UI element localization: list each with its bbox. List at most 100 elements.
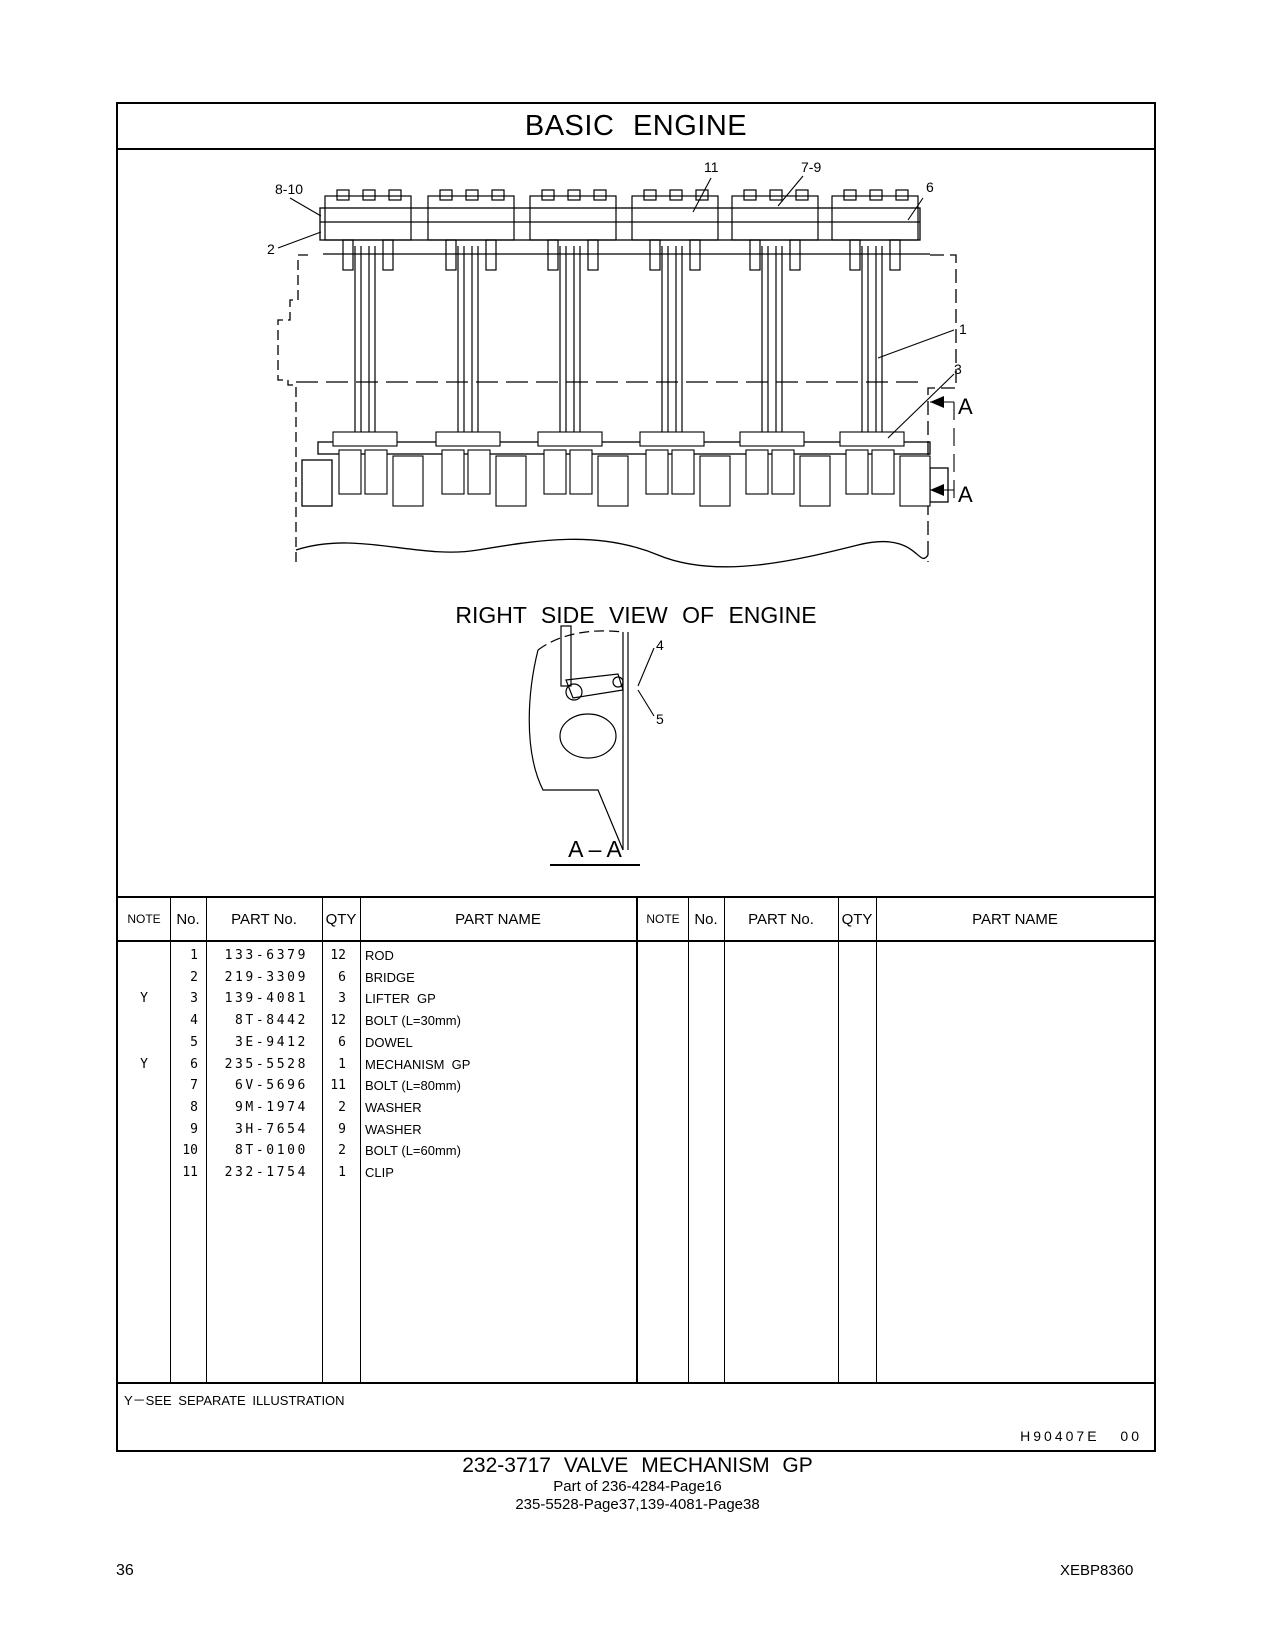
engine-illustration: 8-10 2 11 7-9 6 1 3 A A 4 5 RIGHT SIDE V… <box>118 150 1154 896</box>
cam-lobe <box>597 455 629 507</box>
rocker-bolt <box>362 189 376 201</box>
callout-4: 4 <box>656 637 664 653</box>
header-part-name-right: PART NAME <box>972 910 1058 928</box>
table-footer: Y－SEE SEPARATE ILLUSTRATION H90407E 00 <box>118 1382 1154 1452</box>
page-references: 235-5528-Page37,139-4081-Page38 <box>515 1496 760 1513</box>
callout-5: 5 <box>656 711 664 727</box>
lifter-body <box>467 449 491 495</box>
rocker-bolt <box>388 189 402 201</box>
group-title: 232-3717 VALVE MECHANISM GP <box>462 1454 813 1477</box>
view-caption: RIGHT SIDE VIEW OF ENGINE <box>455 602 817 628</box>
page-title: BASIC ENGINE <box>118 104 1154 150</box>
callout-1: 1 <box>959 321 967 337</box>
rocker-bolt <box>795 189 809 201</box>
lifter-bracket <box>332 431 398 447</box>
rocker-bolt <box>439 189 453 201</box>
cam-lobe <box>899 455 931 507</box>
section-marker-a-bottom: A <box>958 482 973 507</box>
page-number: 36 <box>116 1562 134 1579</box>
lifter-bracket <box>639 431 705 447</box>
rocker-bolt <box>465 189 479 201</box>
parts-sheet: BASIC ENGINE <box>116 102 1156 1452</box>
rocker-bolt <box>643 189 657 201</box>
lifter-body <box>745 449 769 495</box>
callout-7-9: 7-9 <box>801 159 821 175</box>
parts-table-right: NOTE No. PART No. QTY PART NAME <box>638 898 1154 1384</box>
valve-stem <box>485 239 497 271</box>
lifter-body <box>645 449 669 495</box>
illustration-code: H90407E 00 <box>1020 1428 1142 1444</box>
rocker-bolt <box>593 189 607 201</box>
header-part-no: PART No. <box>231 910 297 928</box>
callout-8-10: 8-10 <box>275 181 303 197</box>
lifter-body <box>771 449 795 495</box>
cam-lobe <box>799 455 831 507</box>
header-part-no-right: PART No. <box>748 910 814 928</box>
table-header: NOTE No. PART No. QTY PART NAME <box>118 898 636 942</box>
rocker-bolt <box>769 189 783 201</box>
valve-stem <box>749 239 761 271</box>
lifter-bracket <box>435 431 501 447</box>
rocker-tower <box>529 195 617 241</box>
rocker-bolt <box>567 189 581 201</box>
callout-6: 6 <box>926 179 934 195</box>
lifter-body <box>543 449 567 495</box>
valve-stem <box>342 239 354 271</box>
header-note: NOTE <box>127 912 161 926</box>
rocker-tower <box>731 195 819 241</box>
cam-lobe <box>392 455 424 507</box>
lifter-body <box>364 449 388 495</box>
rocker-bolt <box>743 189 757 201</box>
header-note-right: NOTE <box>646 912 680 926</box>
rocker-bolt <box>695 189 709 201</box>
header-qty-right: QTY <box>841 910 873 928</box>
header-qty: QTY <box>325 910 357 928</box>
valve-stem <box>889 239 901 271</box>
rocker-bolt <box>669 189 683 201</box>
callout-2: 2 <box>267 241 275 257</box>
valve-stem <box>382 239 394 271</box>
rocker-bolt <box>843 189 857 201</box>
rocker-tower <box>324 195 412 241</box>
header-no-right: No. <box>694 910 718 928</box>
header-no: No. <box>176 910 200 928</box>
cam-lobe <box>495 455 527 507</box>
valve-stem <box>587 239 599 271</box>
callout-3: 3 <box>954 361 962 377</box>
lifter-body <box>845 449 869 495</box>
part-of-reference: Part of 236-4284-Page16 <box>553 1478 722 1495</box>
table-header-right: NOTE No. PART No. QTY PART NAME <box>638 898 1154 942</box>
valve-stem <box>445 239 457 271</box>
engine-drawing: 8-10 2 11 7-9 6 1 3 A A 4 5 <box>267 159 973 851</box>
lifter-body <box>441 449 465 495</box>
valve-stem <box>649 239 661 271</box>
lifter-bracket <box>739 431 805 447</box>
lifter-body <box>671 449 695 495</box>
rocker-tower <box>631 195 719 241</box>
lifter-bracket <box>839 431 905 447</box>
header-part-name: PART NAME <box>455 910 541 928</box>
rocker-bolt <box>541 189 555 201</box>
lifter-body <box>871 449 895 495</box>
valve-stem <box>689 239 701 271</box>
rocker-bolt <box>336 189 350 201</box>
lifter-bracket <box>537 431 603 447</box>
lifter-body <box>338 449 362 495</box>
section-marker-a-top: A <box>958 394 973 419</box>
rocker-bolt <box>869 189 883 201</box>
valve-stem <box>789 239 801 271</box>
valve-stem <box>849 239 861 271</box>
callout-11: 11 <box>704 159 719 175</box>
